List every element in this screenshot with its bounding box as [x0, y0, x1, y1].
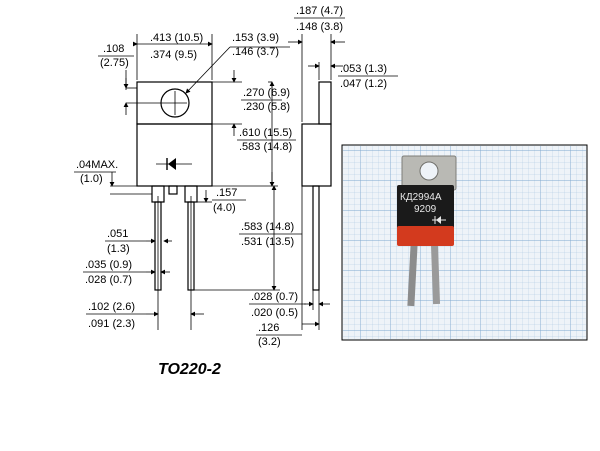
component-photo: КД2994А 9209	[341, 144, 588, 341]
dim-hole-min: .146 (3.7)	[232, 46, 279, 58]
dim-width-min: .374 (9.5)	[150, 49, 197, 61]
package-title: TO220-2	[158, 361, 221, 378]
side-view: .187 (4.7) .148 (3.8) .053 (1.3) .047 (1…	[249, 5, 398, 348]
dim-lead-length-min: .531 (13.5)	[241, 236, 294, 248]
photo-tab-hole	[419, 161, 439, 181]
photo-red-base	[397, 226, 454, 246]
photo-diode-mark-icon	[432, 216, 446, 224]
dim-body-thick-max: .187 (4.7)	[296, 5, 343, 17]
photo-marking-date: 9209	[414, 204, 437, 215]
front-view: .413 (10.5) .374 (9.5) .153 (3.9) .146 (…	[74, 32, 302, 330]
package-body	[136, 123, 213, 187]
side-lead	[312, 185, 320, 291]
dim-tab-thick-max: .053 (1.3)	[340, 63, 387, 75]
dim-lead-shoulder-mm: (4.0)	[213, 202, 236, 214]
photo-lead-left	[407, 243, 418, 307]
dim-lead-shoulder: .157	[216, 187, 237, 199]
dim-lead-side-min: .020 (0.5)	[251, 307, 298, 319]
dim-lead-offset: .126	[258, 322, 279, 334]
dim-tab-thick-min: .047 (1.2)	[340, 78, 387, 90]
dim-lead-side-max: .028 (0.7)	[251, 291, 298, 303]
dim-seat-max-mm: (1.0)	[80, 173, 103, 185]
dim-seat-max: .04MAX.	[76, 159, 118, 171]
dim-tab-height-max: .270 (6.9)	[243, 87, 290, 99]
dim-pitch-min: .091 (2.3)	[88, 318, 135, 330]
dim-lead-thick-max: .035 (0.9)	[85, 259, 132, 271]
dim-pitch-max: .102 (2.6)	[88, 301, 135, 313]
dim-hole-offset: .108	[103, 43, 124, 55]
dim-lead-width-mm: (1.3)	[107, 243, 130, 255]
dim-body-height-min: .583 (14.8)	[239, 141, 292, 153]
dim-lead-length-max: .583 (14.8)	[241, 221, 294, 233]
dim-lead-offset-mm: (3.2)	[258, 336, 281, 348]
dim-body-height-max: .610 (15.5)	[239, 127, 292, 139]
dim-tab-height-min: .230 (5.8)	[243, 101, 290, 113]
dim-hole-max: .153 (3.9)	[232, 32, 279, 44]
diode-symbol	[156, 158, 192, 170]
dim-lead-thick-min: .028 (0.7)	[85, 274, 132, 286]
side-body	[301, 123, 332, 187]
dim-width-max: .413 (10.5)	[150, 32, 203, 44]
photo-lead-right	[430, 243, 441, 305]
dim-hole-offset-mm: (2.75)	[100, 57, 129, 69]
dim-body-thick-min: .148 (3.8)	[296, 21, 343, 33]
photo-marking-type: КД2994А	[400, 192, 442, 203]
side-tab	[318, 81, 332, 125]
dim-lead-width: .051	[107, 228, 128, 240]
